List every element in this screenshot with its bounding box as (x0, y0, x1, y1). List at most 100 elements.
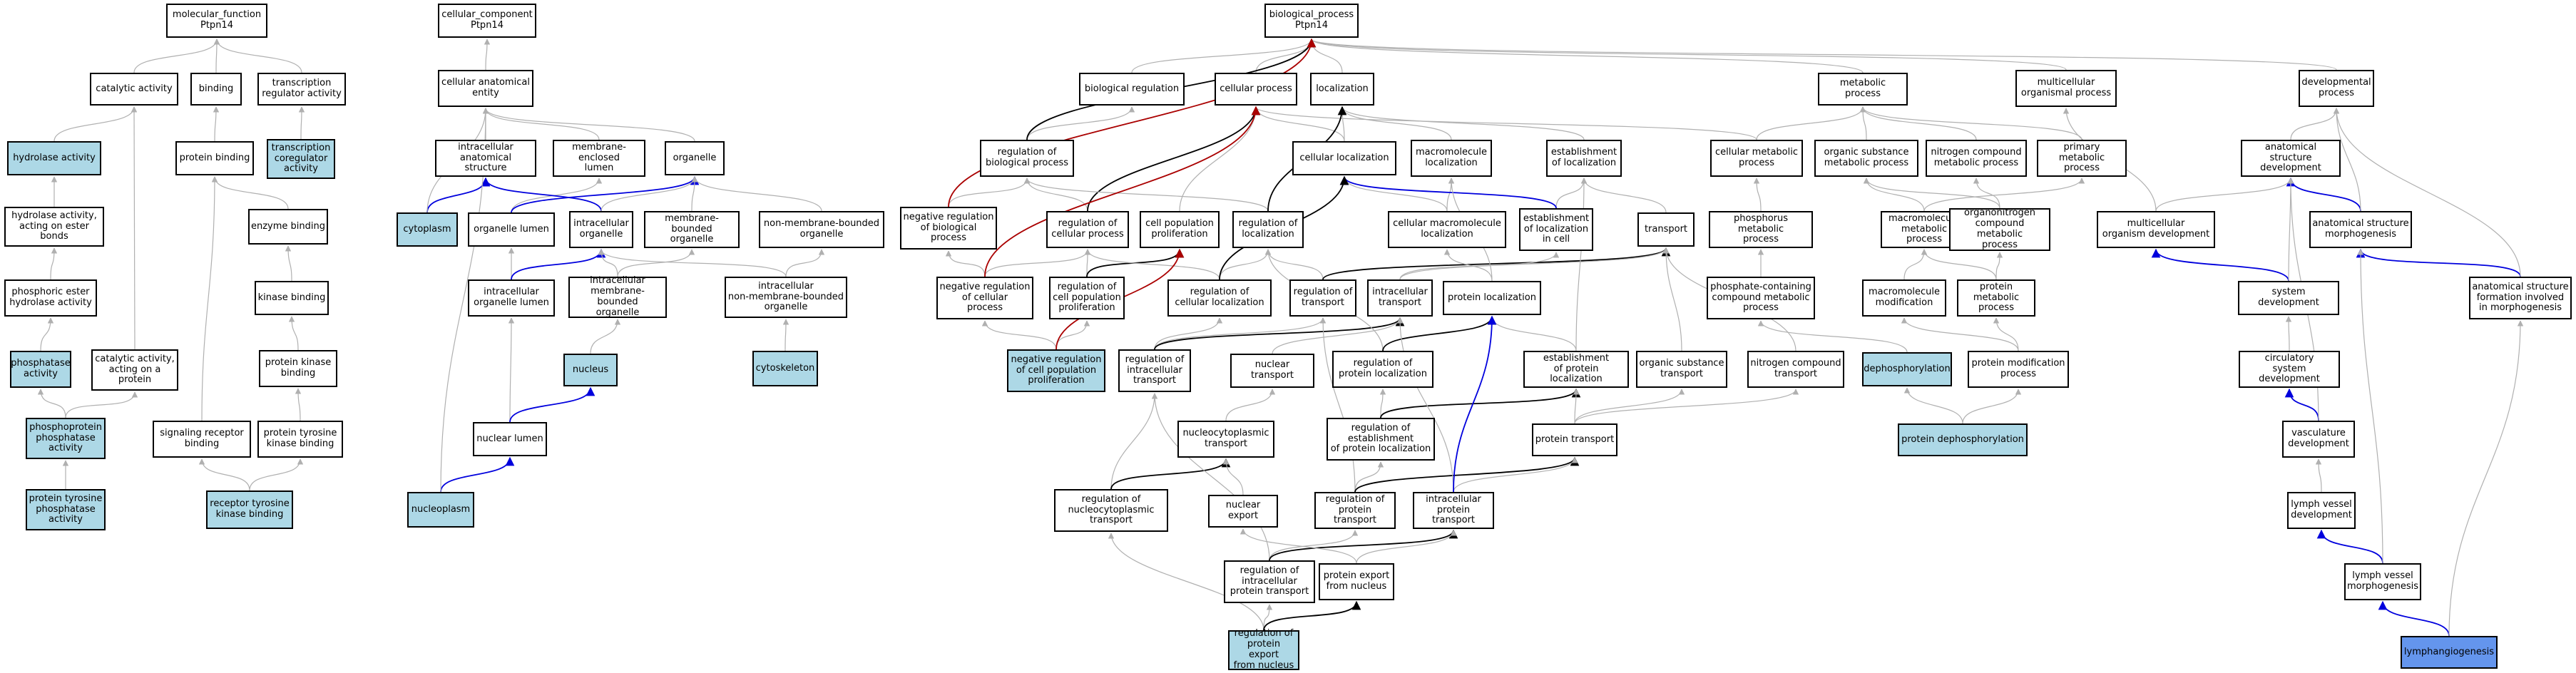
edge-pkb-to-kinb (288, 316, 299, 351)
node-cell-population-proliferation: cell population proliferation (1140, 211, 1220, 248)
node-macromolecule-localization: macromolecule localization (1411, 140, 1492, 177)
node-developmental-process: developmental process (2299, 70, 2374, 107)
edge-epl-to-ploc (1488, 316, 1577, 351)
edge-rit-to-rtr (1154, 317, 1327, 350)
node-catalytic-activity-protein: catalytic activity, acting on a protein (91, 349, 178, 391)
edge-cat-to-mf (133, 38, 220, 73)
node-non-membrane-bounded-organelle: non-membrane-bounded organelle (759, 211, 884, 248)
edge-rpt-to-repl (1354, 461, 1384, 493)
node-regulation-of-establishment-of-protein-localization: regulation of establishment of protein l… (1327, 418, 1435, 461)
node-hydrolase-activity-ester: hydrolase activity, acting on ester bond… (4, 207, 104, 247)
node-transcription-regulator-activity: transcription regulator activity (257, 73, 346, 106)
node-nitrogen-compound-metabolic-process: nitrogen compound metabolic process (1926, 140, 2027, 177)
node-establishment-of-localization-in-cell: establishment of localization in cell (1519, 208, 1593, 251)
node-primary-metabolic-process: primary metabolic process (2037, 140, 2127, 177)
edge-mod-to-asd (2155, 178, 2294, 212)
edge-ipt-to-ptr (1453, 457, 1578, 493)
edge-nlum-to-iol (508, 317, 515, 423)
node-regulation-of-intracellular-protein-transport: regulation of intracellular protein tran… (1224, 560, 1315, 603)
node-cellular-anatomical-entity: cellular anatomical entity (438, 70, 533, 107)
node-regulation-of-protein-transport: regulation of protein transport (1314, 492, 1396, 529)
edge-asfm-to-dev (2333, 108, 2521, 277)
node-cytoskeleton: cytoskeleton (752, 351, 818, 386)
edge-rpt-to-rtr (1319, 317, 1356, 493)
node-biological-regulation: biological regulation (1079, 73, 1185, 106)
node-receptor-tyrosine-kinase-binding: receptor tyrosine kinase binding (206, 490, 293, 529)
edge-pmp-to-mproc (1859, 106, 2082, 140)
edge-sysdev-to-asd (2287, 178, 2294, 282)
node-macromolecule-modification: macromolecule modification (1862, 279, 1946, 317)
node-establishment-of-localization: establishment of localization (1546, 140, 1622, 177)
node-membrane-bounded-organelle: membrane-bounded organelle (644, 211, 740, 248)
node-molecular-function: molecular_function Ptpn14 (166, 4, 267, 38)
edge-pmodp-to-prmp (1993, 317, 2019, 351)
edge-rpefn-to-ript (1263, 604, 1273, 631)
edge-nrcp-to-rcp (984, 249, 1091, 277)
edge-phos-to-phest (40, 317, 54, 351)
edge-rtr-to-trans (1322, 247, 1671, 280)
edge-tcra-to-trra (298, 106, 305, 140)
edge-nuc-to-imbo (590, 319, 621, 354)
node-cytoplasm: cytoplasm (397, 212, 458, 247)
edge-pmodp-to-mmod (1901, 317, 2019, 351)
edge-rtkb-to-srb (198, 458, 250, 491)
node-cellular-component: cellular_component Ptpn14 (438, 4, 536, 38)
node-catalytic-activity: catalytic activity (90, 73, 178, 106)
edge-ipt-to-itr (1396, 317, 1454, 493)
edge-nmbo-to-org (691, 176, 822, 212)
edge-nrbp-to-bp (948, 38, 1317, 207)
node-negative-regulation-of-biological-process: negative regulation of biological proces… (900, 207, 997, 250)
node-intracellular-protein-transport: intracellular protein transport (1413, 492, 1494, 529)
node-multicellular-organismal-process: multicellular organismal process (2015, 70, 2117, 107)
node-binding: binding (190, 73, 242, 106)
node-vasculature-development: vasculature development (2282, 421, 2355, 458)
edge-ptr-to-epl (1573, 389, 1580, 424)
node-cellular-metabolic-process: cellular metabolic process (1710, 140, 1803, 177)
node-anatomical-structure-development: anatomical structure development (2241, 140, 2341, 177)
node-lymphangiogenesis: lymphangiogenesis (2401, 636, 2498, 669)
node-regulation-of-nucleocytoplasmic-transport: regulation of nucleocytoplasmic transpor… (1054, 489, 1168, 532)
edge-rnct-to-nctrans (1110, 458, 1231, 490)
edge-phmp-to-cmp (1753, 178, 1762, 212)
edge-sysdev-to-mod (2151, 248, 2289, 282)
node-membrane-enclosed-lumen: membrane-enclosed lumen (553, 140, 645, 177)
node-lymph-vessel-development: lymph vessel development (2287, 492, 2356, 529)
edge-io-to-org (600, 176, 698, 212)
node-regulation-of-localization: regulation of localization (1232, 211, 1304, 248)
edge-io-to-ias (481, 177, 602, 212)
edge-ntr-to-itr (1272, 317, 1404, 354)
edge-cmp-to-cproc (1252, 106, 1757, 140)
edge-asm-to-dev (2333, 108, 2361, 212)
edge-rpt-to-ptr (1354, 456, 1580, 493)
node-anatomical-structure-formation: anatomical structure formation involved … (2469, 277, 2572, 319)
edge-bind-to-mf (213, 38, 220, 73)
edge-lvm-to-asm (2357, 249, 2383, 564)
edge-trra-to-mf (213, 38, 302, 73)
edge-cml-to-mloc (1446, 178, 1455, 212)
node-regulation-of-protein-export-from-nucleus: regulation of protein export from nucleu… (1228, 628, 1299, 671)
node-enzyme-binding: enzyme binding (248, 209, 328, 245)
node-nucleoplasm: nucleoplasm (407, 492, 474, 528)
edge-mop-to-bp (1309, 38, 2067, 71)
edge-hyd-to-cat (53, 106, 138, 142)
edge-lvd-to-vdev (2315, 458, 2322, 493)
edge-repl-to-rpl (1379, 389, 1386, 418)
edge-prmp-to-oncmp (1995, 252, 2003, 280)
edge-iol-to-io (511, 248, 606, 280)
edge-mel-to-cae (482, 108, 600, 140)
edge-itr-to-trans (1399, 247, 1670, 280)
edge-mloc-to-loc (1339, 106, 1452, 140)
node-phosphorus-metabolic-process: phosphorus metabolic process (1709, 211, 1813, 248)
node-multicellular-organism-development: multicellular organism development (2097, 211, 2215, 248)
node-nucleocytoplasmic-transport: nucleocytoplasmic transport (1177, 421, 1274, 458)
node-localization: localization (1310, 73, 1374, 106)
node-organic-substance-metabolic-process: organic substance metabolic process (1814, 140, 1918, 177)
edge-rpl-to-ploc (1382, 315, 1497, 351)
edge-pefn-to-ipt (1356, 530, 1457, 564)
edge-cml-to-cloc (1341, 176, 1448, 212)
node-protein-modification-process: protein modification process (1968, 351, 2069, 388)
edge-rnct-to-rit (1110, 393, 1158, 490)
node-negative-regulation-of-cellular-process: negative regulation of cellular process (936, 277, 1033, 319)
edge-cytsk-to-inmbo (782, 319, 789, 351)
